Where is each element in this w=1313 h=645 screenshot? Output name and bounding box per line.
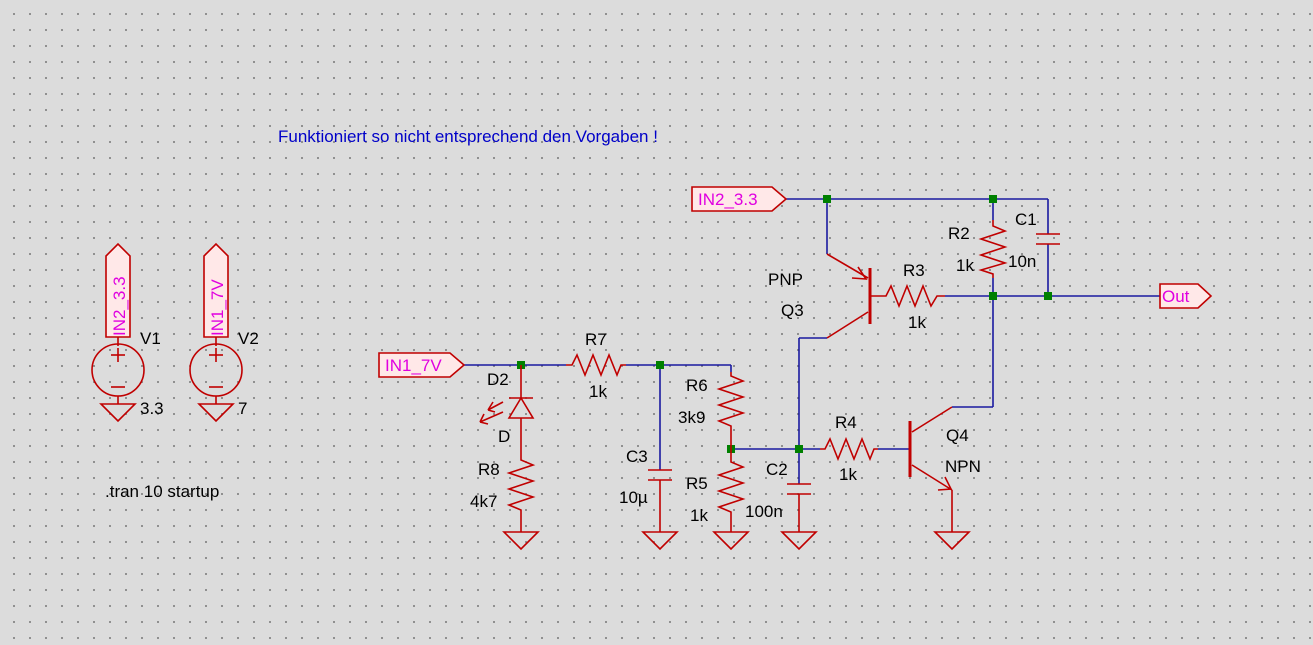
r6-value: 3k9 xyxy=(678,408,705,427)
r3-name: R3 xyxy=(903,261,925,280)
r2-value: 1k xyxy=(956,256,974,275)
r5-value: 1k xyxy=(690,506,708,525)
transistor-q3-pnp[interactable]: PNP Q3 xyxy=(768,253,872,339)
q4-name: Q4 xyxy=(946,426,969,445)
c3-name: C3 xyxy=(626,447,648,466)
capacitor-c1[interactable]: C1 10n xyxy=(1008,210,1060,271)
net-label-in2: IN2_3.3 xyxy=(698,190,758,209)
r6-name: R6 xyxy=(686,376,708,395)
c1-value: 10n xyxy=(1008,252,1036,271)
q3-type: PNP xyxy=(768,270,803,289)
v2-net-label: IN1_7V xyxy=(208,279,227,336)
q4-type: NPN xyxy=(945,457,981,476)
v1-name: V1 xyxy=(140,329,161,348)
r8-value: 4k7 xyxy=(470,492,497,511)
net-label-out: Out xyxy=(1162,287,1190,306)
c2-value: 100n xyxy=(745,502,783,521)
resistor-r5[interactable]: R5 1k xyxy=(686,449,750,551)
c2-name: C2 xyxy=(766,460,788,479)
v1-net-label: IN2_3.3 xyxy=(110,276,129,336)
source-v1[interactable]: IN2_3.3 V1 3.3 xyxy=(91,242,164,423)
c3-value: 10µ xyxy=(619,488,648,507)
net-flag-out[interactable]: Out xyxy=(1159,283,1213,309)
transistor-q4-npn[interactable]: Q4 NPN xyxy=(908,406,981,551)
d2-name: D2 xyxy=(487,370,509,389)
r4-value: 1k xyxy=(839,465,857,484)
net-flag-in1[interactable]: IN1_7V xyxy=(378,352,466,378)
r7-value: 1k xyxy=(589,382,607,401)
net-label-in1: IN1_7V xyxy=(385,356,442,375)
resistor-r6[interactable]: R6 3k9 xyxy=(678,372,746,449)
resistor-r7[interactable]: R7 1k xyxy=(566,330,626,401)
net-flag-in2[interactable]: IN2_3.3 xyxy=(691,186,788,212)
v1-value: 3.3 xyxy=(140,399,164,418)
capacitor-c3[interactable]: C3 10µ xyxy=(619,447,679,551)
v2-value: 7 xyxy=(238,399,247,418)
r3-value: 1k xyxy=(908,313,926,332)
source-v2[interactable]: IN1_7V V2 7 xyxy=(189,242,259,423)
resistor-r4[interactable]: R4 1k xyxy=(820,413,878,484)
junctions xyxy=(517,195,1052,453)
spice-directive[interactable]: .tran 10 startup xyxy=(105,482,219,501)
capacitor-c2[interactable]: C2 100n xyxy=(745,460,818,551)
v2-name: V2 xyxy=(238,329,259,348)
resistor-r2[interactable]: R2 1k xyxy=(948,220,1008,278)
r4-name: R4 xyxy=(835,413,857,432)
led-d2[interactable]: D2 D xyxy=(479,365,535,456)
r2-name: R2 xyxy=(948,224,970,243)
wires xyxy=(464,198,1160,484)
q3-name: Q3 xyxy=(781,301,804,320)
r7-name: R7 xyxy=(585,330,607,349)
r8-name: R8 xyxy=(478,460,500,479)
d2-value: D xyxy=(498,427,510,446)
resistor-r3[interactable]: R3 1k xyxy=(870,261,945,332)
resistor-r8[interactable]: R8 4k7 xyxy=(470,456,540,551)
comment-text[interactable]: Funktioniert so nicht entsprechend den V… xyxy=(278,127,658,146)
r5-name: R5 xyxy=(686,474,708,493)
c1-name: C1 xyxy=(1015,210,1037,229)
